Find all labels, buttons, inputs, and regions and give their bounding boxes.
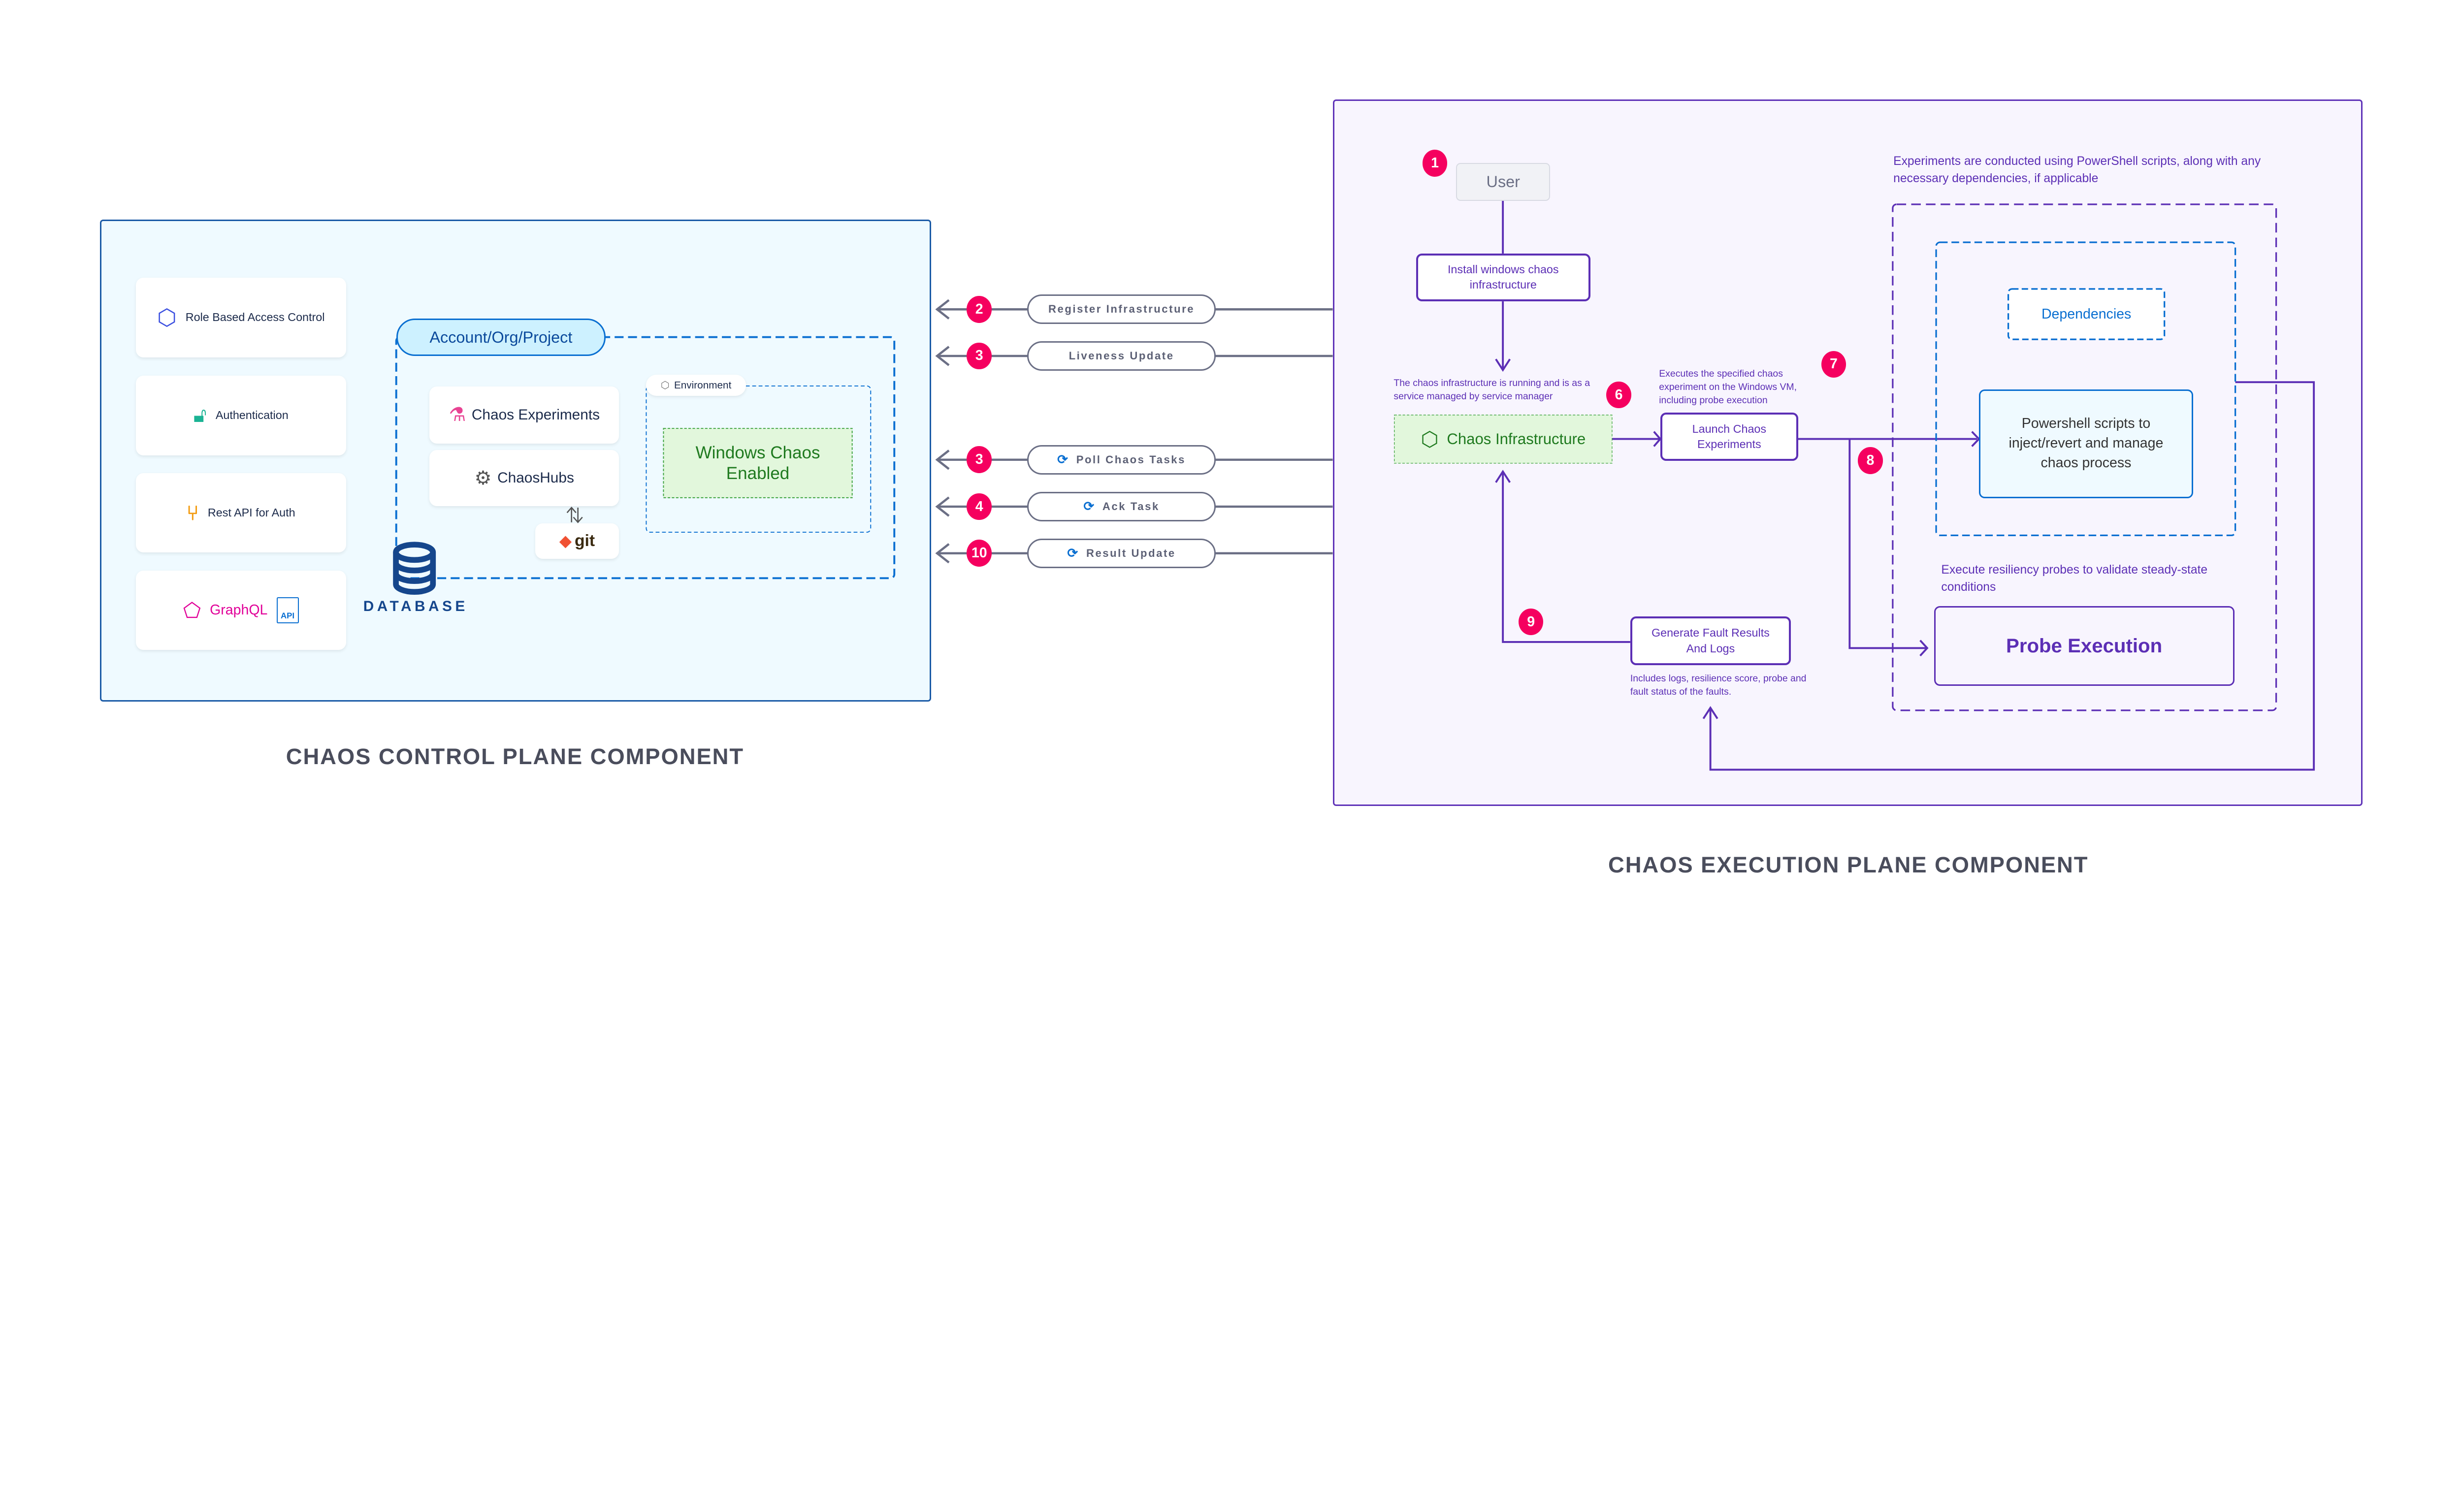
install-infrastructure-box: Install windows chaos infrastructure bbox=[1416, 253, 1590, 302]
sync-icon: ⟳ bbox=[1057, 452, 1069, 467]
rest-api-icon: ⑂ bbox=[186, 501, 199, 524]
sync-icon: ⟳ bbox=[1083, 500, 1096, 514]
database-icon bbox=[393, 542, 436, 595]
launch-experiments-box: Launch Chaos Experiments bbox=[1660, 413, 1798, 461]
infra-note: The chaos infrastructure is running and … bbox=[1393, 378, 1590, 402]
step-badge: 4 bbox=[967, 493, 992, 520]
api-doc-icon: API bbox=[276, 597, 299, 623]
auth-lock-icon: 🔓︎ bbox=[193, 403, 207, 427]
sync-icon: ⟳ bbox=[1067, 546, 1079, 560]
step-badge: 3 bbox=[967, 342, 992, 370]
powershell-scripts-box: Powershell scripts to inject/revert and … bbox=[1978, 389, 2193, 498]
step-badge: 3 bbox=[967, 446, 992, 473]
environment-icon: ⬡ bbox=[660, 380, 670, 391]
launch-note: Executes the specified chaos experiment … bbox=[1659, 368, 1797, 406]
database-label: DATABASE bbox=[363, 598, 468, 614]
step-badge: 7 bbox=[1821, 351, 1846, 378]
step-badge: 2 bbox=[967, 296, 992, 323]
experiments-note: Experiments are conducted using PowerShe… bbox=[1893, 155, 2261, 185]
chaos-infrastructure-box: ⬡ Chaos Infrastructure bbox=[1421, 427, 1586, 451]
feature-card-rest-api: ⑂ Rest API for Auth bbox=[135, 473, 346, 553]
message-register-infrastructure: Register Infrastructure bbox=[1027, 294, 1216, 324]
user-box: User bbox=[1456, 162, 1551, 201]
git-card: ◆ git bbox=[535, 523, 619, 559]
step-badge: 1 bbox=[1422, 150, 1448, 177]
scope-pill: Account/Org/Project bbox=[396, 319, 606, 356]
step-badge: 10 bbox=[967, 540, 992, 567]
feature-card-authentication: 🔓︎ Authentication bbox=[135, 376, 346, 455]
feature-card-graphql: ⬠ GraphQL API bbox=[135, 570, 346, 650]
probe-note: Execute resiliency probes to validate st… bbox=[1941, 563, 2208, 594]
probe-execution-box: Probe Execution bbox=[1934, 606, 2235, 686]
step-badge: 8 bbox=[1858, 447, 1883, 474]
feature-card-rbac: ⬡ Role Based Access Control bbox=[135, 278, 346, 357]
step-badge: 6 bbox=[1606, 381, 1631, 409]
control-plane-title: CHAOS CONTROL PLANE COMPONENT bbox=[286, 743, 745, 769]
message-ack-task: ⟳Ack Task bbox=[1027, 492, 1216, 521]
hexagon-icon: ⬡ bbox=[1421, 427, 1439, 451]
environment-label: ⬡ Environment bbox=[646, 375, 746, 396]
chaoshubs-card: ⚙ ChaosHubs bbox=[429, 450, 619, 507]
flask-icon: ⚗ bbox=[449, 404, 466, 426]
rbac-icon: ⬡ bbox=[157, 305, 177, 330]
message-result-update: ⟳Result Update bbox=[1027, 538, 1216, 568]
message-poll-chaos-tasks: ⟳Poll Chaos Tasks bbox=[1027, 445, 1216, 475]
chaos-experiments-card: ⚗ Chaos Experiments bbox=[429, 386, 619, 444]
git-icon: ◆ bbox=[559, 532, 572, 549]
dependencies-box: Dependencies bbox=[2041, 306, 2132, 322]
chaoshub-icon: ⚙ bbox=[474, 467, 492, 489]
graphql-icon: ⬠ bbox=[183, 598, 201, 622]
step-badge: 9 bbox=[1518, 608, 1544, 636]
windows-chaos-enabled: Windows Chaos Enabled bbox=[695, 443, 820, 483]
generate-note: Includes logs, resilience score, probe a… bbox=[1630, 673, 1807, 698]
message-liveness-update: Liveness Update bbox=[1027, 341, 1216, 371]
generate-results-box: Generate Fault Results And Logs bbox=[1630, 616, 1791, 666]
execution-plane-title: CHAOS EXECUTION PLANE COMPONENT bbox=[1608, 852, 2089, 878]
